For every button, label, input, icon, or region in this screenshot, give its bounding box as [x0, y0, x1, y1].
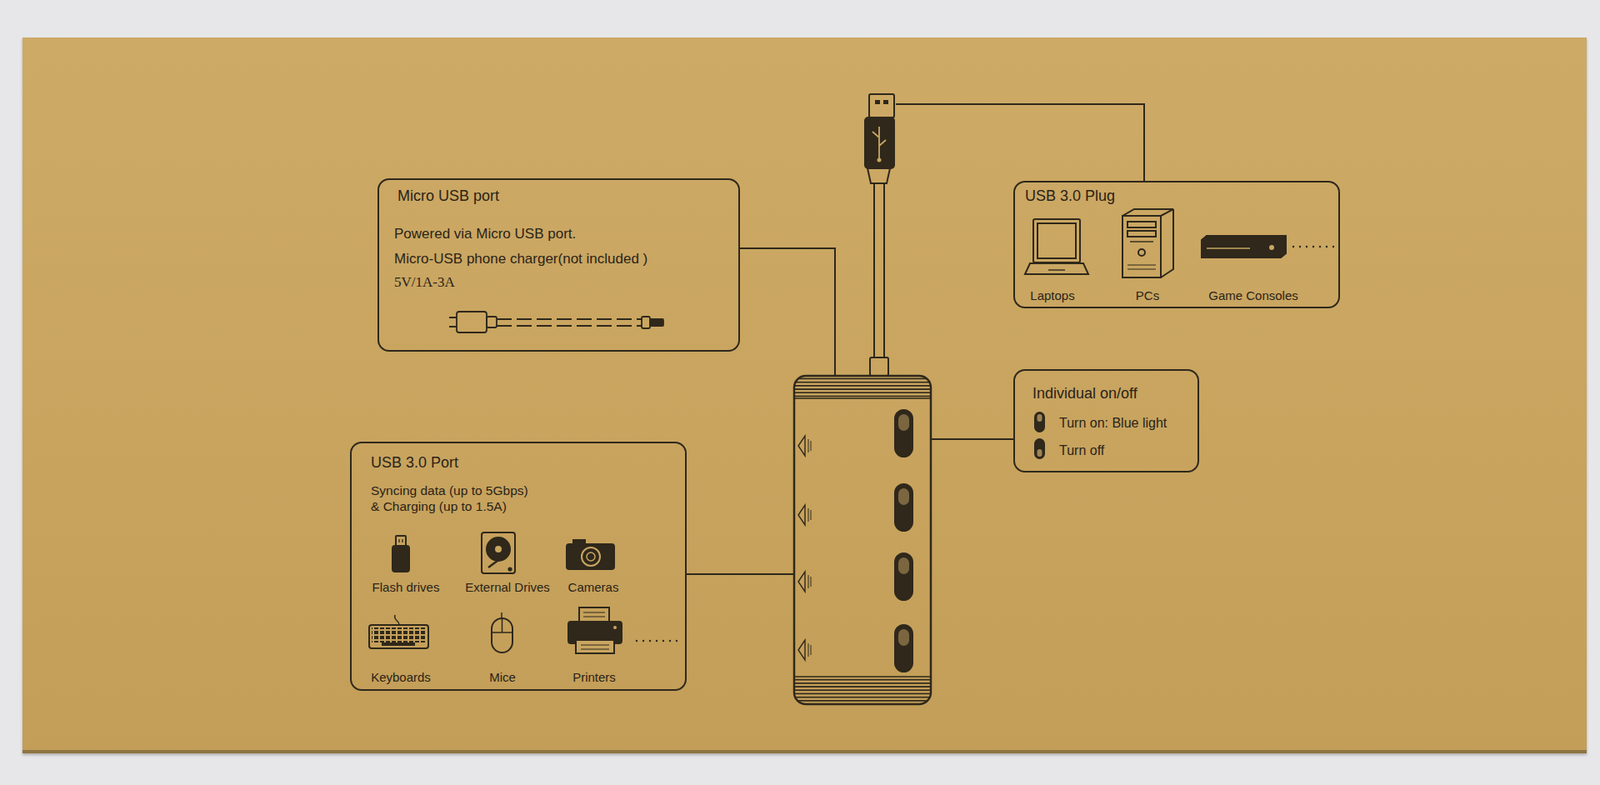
camera-icon [566, 540, 615, 570]
box-body: Micro-USB phone charger(not included ) [394, 250, 648, 268]
callout-box: Micro USB portPowered via Micro USB port… [377, 178, 740, 352]
switch-icon [1035, 412, 1045, 459]
leader-line [740, 248, 835, 376]
usb-plug [865, 94, 895, 376]
icon-caption: Cameras [568, 580, 620, 596]
box-body: 5V/1A-3A [394, 273, 455, 291]
mouse-icon [491, 612, 513, 653]
printer-icon [568, 607, 678, 654]
charger-icon [449, 311, 664, 333]
icon-caption: Printers [572, 670, 616, 686]
icon-caption: Flash drives [372, 580, 440, 596]
switch [895, 410, 913, 672]
callout-box: Individual on/offTurn on: Blue lightTurn… [1013, 369, 1200, 473]
keyboard-icon [369, 615, 429, 649]
box-body: Powered via Micro USB port. [394, 225, 576, 243]
hub-body [794, 375, 931, 705]
leader-line [686, 573, 795, 575]
laptop-icon [1025, 219, 1089, 275]
icon-caption: External Drives [465, 580, 550, 596]
pc-icon [1122, 209, 1174, 278]
box-body: Syncing data (up to 5Gbps) & Charging (u… [370, 482, 535, 515]
hdd-icon [481, 532, 515, 574]
icon-caption: Keyboards [370, 670, 431, 686]
box-heading: Individual on/off [1032, 384, 1138, 404]
port-mark [798, 435, 811, 660]
box-heading: USB 3.0 Plug [1025, 186, 1115, 206]
icon-caption: PCs [1135, 288, 1160, 305]
box-heading: Micro USB port [397, 186, 500, 206]
icon-caption: Mice [489, 670, 516, 686]
legend-text: Turn off [1059, 442, 1105, 460]
leader-line [930, 438, 1014, 440]
box-heading: USB 3.0 Port [370, 453, 459, 473]
callout-box: USB 3.0 PlugLaptops PCs Game Consoles [1013, 180, 1340, 309]
callout-box: USB 3.0 PortSyncing data (up to 5Gbps) &… [350, 441, 687, 691]
console-icon [1201, 235, 1335, 258]
legend-text: Turn on: Blue light [1059, 415, 1167, 432]
icon-caption: Game Consoles [1208, 288, 1299, 305]
icon-caption: Laptops [1030, 288, 1075, 305]
leader-line [895, 104, 1145, 181]
flash-drive-icon [392, 535, 410, 572]
